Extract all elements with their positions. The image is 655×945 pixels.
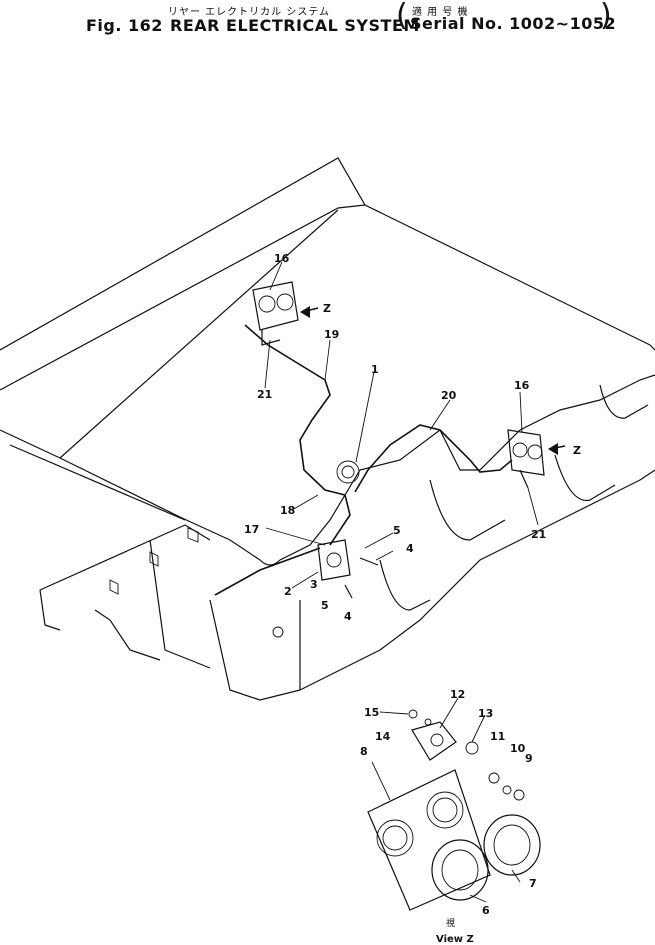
callout-labels: 1 2 3 4 4 5 5 6 7 8 9 10 11 12 13 14 15 … [244,252,581,917]
callout-18: 18 [280,504,295,517]
page-title: REAR ELECTRICAL SYSTEM [170,16,420,35]
callout-5-upper: 5 [393,524,401,537]
view-z-caption: View Z [436,934,474,945]
callout-9: 9 [525,752,533,765]
callout-z-left: Z [323,302,331,315]
serial-range: Serial No. 1002~1052 [410,14,617,33]
callout-1: 1 [371,363,379,376]
callout-z-right: Z [573,444,581,457]
callout-8: 8 [360,745,368,758]
callout-11: 11 [490,730,505,743]
callout-12: 12 [450,688,465,701]
callout-20: 20 [441,389,457,402]
callout-13: 13 [478,707,493,720]
view-z-jp: 視 [446,917,455,929]
leader-lines [264,261,539,903]
callout-7: 7 [529,877,537,890]
callout-16-left: 16 [274,252,290,265]
header: リヤー エレクトリカル システム 適 用 号 機 Fig. 162 REAR E… [0,0,655,48]
callout-17: 17 [244,523,259,536]
figure-number: Fig. 162 [86,16,163,35]
callout-4-lower: 4 [344,610,352,623]
left-paren: ( [396,0,408,33]
callout-6: 6 [482,904,490,917]
left-lamp-assembly [252,281,299,346]
callout-19: 19 [324,328,339,341]
callout-21-right: 21 [531,528,546,541]
right-paren: ) [600,0,612,33]
callout-15: 15 [364,706,379,719]
view-z-detail [367,709,541,911]
dump-body [0,157,655,701]
callout-3: 3 [310,578,318,591]
japanese-serial-label: 適 用 号 機 [412,7,469,18]
japanese-title: リヤー エレクトリカル システム [168,7,331,18]
callout-5-lower: 5 [321,599,329,612]
callout-2: 2 [284,585,292,598]
callout-14: 14 [375,730,391,743]
callout-21-left: 21 [257,388,272,401]
callout-10: 10 [510,742,526,755]
wiring-harness [214,324,513,596]
switch-assembly [317,539,379,599]
right-lamp-assembly [507,429,545,489]
callout-4-upper: 4 [406,542,414,555]
callout-16-right: 16 [514,379,530,392]
